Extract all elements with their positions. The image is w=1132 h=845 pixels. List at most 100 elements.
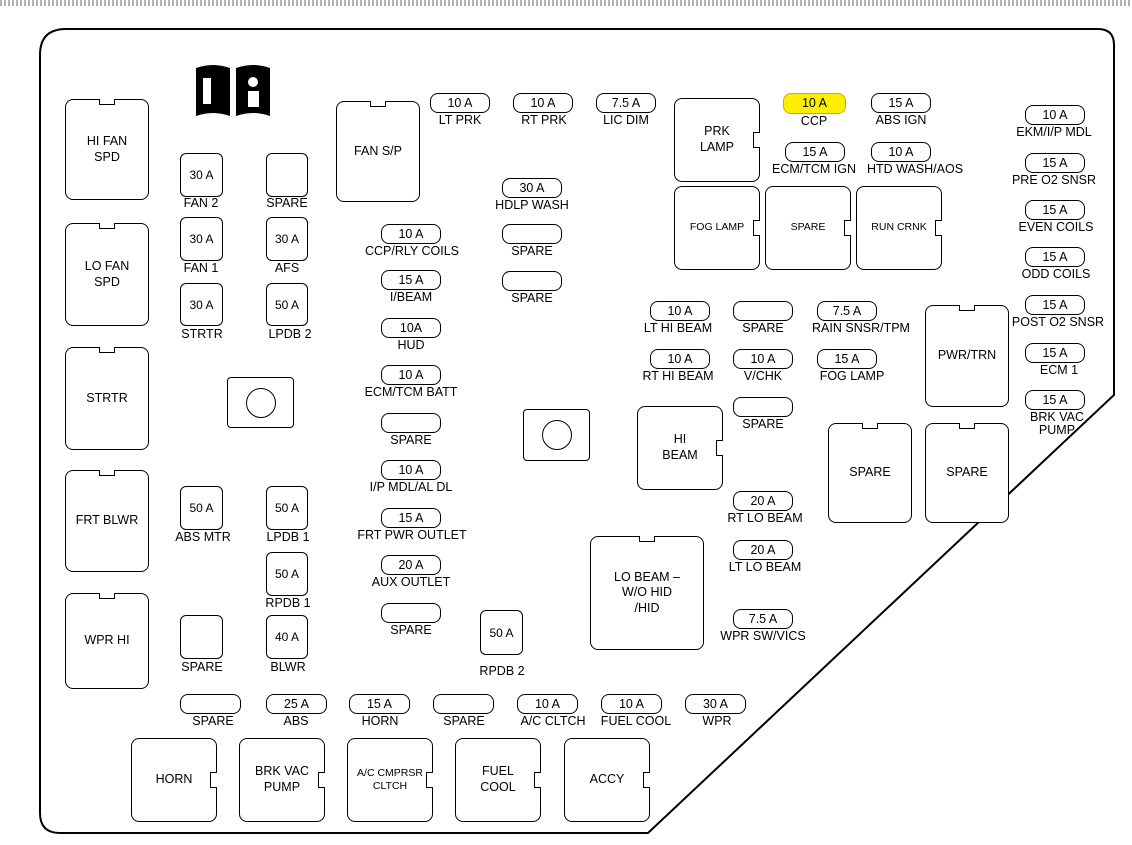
spare-relay: SPARE [925, 423, 1009, 523]
lpdb1-fuse: 50 A [266, 486, 308, 530]
abs-mtr-fuse-label: ABS MTR [175, 530, 231, 544]
hi-beam-relay: HI BEAM [637, 406, 723, 490]
brk-vac-pump-relay: BRK VAC PUMP [239, 738, 325, 822]
ccp-fuse-label: CCP [800, 114, 828, 128]
spare-fuse-label: SPARE [742, 321, 784, 335]
afs-fuse-label: AFS [274, 261, 300, 275]
spare-fuse [381, 413, 441, 433]
ac-cmprsr-cltch-relay: A/C CMPRSR CLTCH [347, 738, 433, 822]
abs-ign-fuse: 15 A [871, 93, 931, 113]
rpdb2-fuse-label: RPDB 2 [479, 664, 525, 678]
spare-fuse [502, 224, 562, 244]
horn-fuse: 15 A [349, 694, 410, 714]
even-coils-fuse-label: EVEN COILS [1018, 220, 1094, 234]
post-o2-snsr-fuse: 15 A [1025, 295, 1085, 315]
lt-prk-fuse-label: LT PRK [438, 113, 482, 127]
brk-vac-pump-fuse-label: BRK VAC PUMP [1030, 410, 1084, 438]
spare-fuse [502, 271, 562, 291]
rpdb2-fuse: 50 A [480, 610, 523, 655]
rpdb1-fuse-label: RPDB 1 [265, 596, 311, 610]
rt-lo-beam-fuse-label: RT LO BEAM [727, 511, 803, 525]
lic-dim-fuse-label: LIC DIM [603, 113, 649, 127]
ccp-fuse: 10 A [783, 93, 846, 114]
owner-manual-info-icon [196, 65, 270, 116]
ecm1-fuse-label: ECM 1 [1039, 363, 1079, 377]
ecm-tcm-ign-fuse-label: ECM/TCM IGN [771, 162, 857, 176]
fog-lamp-fuse-label: FOG LAMP [819, 369, 885, 383]
top-dotted-border [0, 0, 1132, 6]
lpdb2-fuse: 50 A [266, 283, 308, 326]
brk-vac-pump-fuse: 15 A [1025, 390, 1085, 410]
ibeam-fuse-label: I/BEAM [389, 290, 433, 304]
spare-fuse-label: SPARE [266, 196, 308, 210]
aux-outlet-fuse: 20 A [381, 555, 441, 575]
strtr-fuse-label: STRTR [181, 327, 223, 341]
lt-hi-beam-fuse: 10 A [650, 301, 710, 321]
fan-sp-relay: FAN S/P [336, 101, 420, 202]
fog-lamp-relay: FOG LAMP [674, 186, 760, 270]
htd-wash-aos-fuse-label: HTD WASH/AOS [866, 162, 964, 176]
spare-relay: SPARE [828, 423, 912, 523]
frt-blwr-relay: FRT BLWR [65, 470, 149, 572]
wpr-sw-vics-fuse: 7.5 A [733, 609, 793, 629]
lt-lo-beam-fuse-label: LT LO BEAM [728, 560, 802, 574]
spare-fuse-label: SPARE [390, 623, 432, 637]
spare-fuse [266, 153, 308, 197]
frt-pwr-outlet-fuse: 15 A [381, 508, 441, 528]
vchk-fuse-label: V/CHK [743, 369, 783, 383]
ccp-rly-coils-fuse: 10 A [381, 224, 441, 244]
fog-lamp-fuse: 15 A [817, 349, 877, 369]
lpdb2-fuse-label: LPDB 2 [268, 327, 312, 341]
hud-fuse: 10A [381, 318, 441, 338]
lo-fan-spd-relay: LO FAN SPD [65, 223, 149, 326]
wpr-fuse: 30 A [685, 694, 746, 714]
mounting-bolt-left [227, 377, 294, 428]
spare-fuse [381, 603, 441, 623]
lt-lo-beam-fuse: 20 A [733, 540, 793, 560]
blwr-fuse: 40 A [266, 615, 308, 659]
lpdb1-fuse-label: LPDB 1 [266, 530, 310, 544]
spare-fuse [180, 694, 241, 714]
hi-fan-spd-relay: HI FAN SPD [65, 99, 149, 200]
lt-prk-fuse: 10 A [430, 93, 490, 113]
horn-relay: HORN [131, 738, 217, 822]
rt-hi-beam-fuse-label: RT HI BEAM [642, 369, 714, 383]
wpr-fuse-label: WPR [702, 714, 732, 728]
ecm-tcm-ign-fuse: 15 A [785, 142, 845, 162]
fan2-fuse: 30 A [180, 153, 223, 197]
lic-dim-fuse: 7.5 A [596, 93, 656, 113]
rpdb1-fuse: 50 A [266, 552, 308, 596]
spare-fuse-label: SPARE [511, 291, 553, 305]
ccp-rly-coils-fuse-label: CCP/RLY COILS [364, 244, 460, 258]
ip-mdl-al-dl-fuse-label: I/P MDL/AL DL [369, 480, 453, 494]
rt-hi-beam-fuse: 10 A [650, 349, 710, 369]
spare-fuse-label: SPARE [181, 660, 223, 674]
ecm-tcm-batt-fuse: 10 A [381, 365, 441, 385]
fuel-cool-fuse-label: FUEL COOL [600, 714, 672, 728]
run-crnk-relay: RUN CRNK [856, 186, 942, 270]
post-o2-snsr-fuse-label: POST O2 SNSR [1011, 315, 1105, 329]
ekm-ip-mdl-fuse: 10 A [1025, 105, 1085, 125]
hdlp-wash-fuse-label: HDLP WASH [495, 198, 569, 212]
horn-fuse-label: HORN [361, 714, 399, 728]
spare-relay: SPARE [765, 186, 851, 270]
vchk-fuse: 10 A [733, 349, 793, 369]
pre-o2-snsr-fuse-label: PRE O2 SNSR [1011, 173, 1097, 187]
ekm-ip-mdl-fuse-label: EKM/I/P MDL [1016, 125, 1092, 139]
spare-fuse-label: SPARE [443, 714, 485, 728]
spare-fuse [180, 615, 223, 659]
abs-mtr-fuse: 50 A [180, 486, 223, 530]
rt-prk-fuse: 10 A [513, 93, 573, 113]
rain-snsr-tpm-fuse-label: RAIN SNSR/TPM [812, 321, 910, 335]
htd-wash-aos-fuse: 10 A [871, 142, 931, 162]
ecm1-fuse: 15 A [1025, 343, 1085, 363]
ac-cltch-fuse-label: A/C CLTCH [520, 714, 586, 728]
spare-fuse-label: SPARE [742, 417, 784, 431]
rain-snsr-tpm-fuse: 7.5 A [817, 301, 877, 321]
frt-pwr-outlet-fuse-label: FRT PWR OUTLET [357, 528, 467, 542]
pre-o2-snsr-fuse: 15 A [1025, 153, 1085, 173]
spare-fuse-label: SPARE [192, 714, 234, 728]
strtr-relay: STRTR [65, 347, 149, 450]
ac-cltch-fuse: 10 A [517, 694, 578, 714]
